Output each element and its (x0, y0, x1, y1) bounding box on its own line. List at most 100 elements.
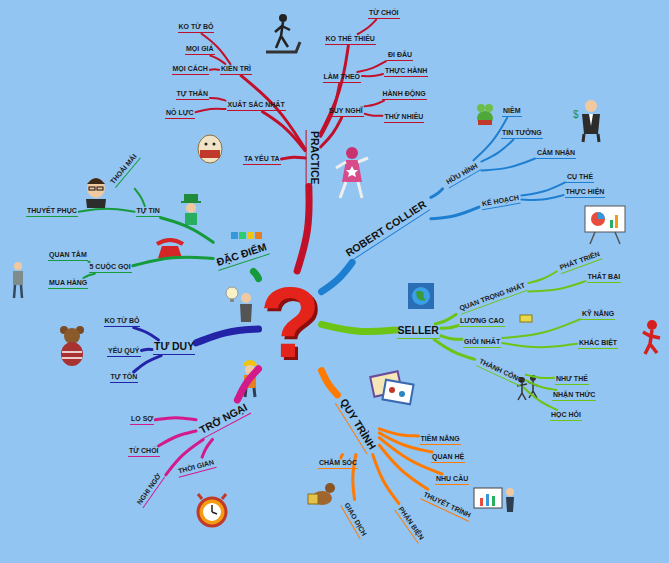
branch-line (321, 46, 349, 134)
branch-line (365, 101, 384, 107)
branch-line (134, 328, 159, 340)
branch-text: THỜI GIAN (177, 458, 214, 475)
dollar-icon: $ (573, 109, 579, 120)
branch-line (481, 159, 535, 171)
sub-branch-label: THÀNH CÔNG (476, 357, 525, 387)
branch-text: HỌC HỎI (551, 411, 581, 419)
branch-line (441, 326, 458, 329)
branch-text: TRỞ NGẠI (198, 402, 249, 437)
sub-branch-label: 5 CUỘC GỌI (89, 263, 132, 273)
sub-branch-label: NIỀM (502, 107, 522, 117)
sub-branch-label: PHẢN BIỆN (394, 504, 425, 543)
branch-line (481, 140, 513, 162)
red-figure (643, 320, 660, 354)
branch-text: PRACTICE (308, 131, 320, 185)
branch-text: CỤ THỂ (567, 173, 593, 181)
branch-line (526, 375, 554, 378)
sub-branch-label: LƯƠNG CAO (459, 317, 505, 327)
branch-line (526, 380, 556, 390)
branch-text: NHẬN THỨC (553, 391, 595, 399)
sub-branch-label: TỰ TIN (136, 207, 161, 217)
branch-line (262, 112, 305, 151)
main-branch-label: ROBERT COLLIER (343, 198, 430, 261)
sub-branch-label: GIỎI NHẤT (463, 338, 501, 348)
branch-text: TỰ TÔN (111, 373, 138, 381)
branch-line (158, 431, 196, 446)
branch-line (528, 281, 585, 291)
main-branch-label: QUY TRÌNH (335, 396, 378, 454)
branch-text: MUA HÀNG (49, 279, 87, 287)
branch-text: KO THỂ THIẾU (326, 35, 375, 43)
man-with-glasses (86, 178, 106, 208)
sub-branch-label: HỮU HÌNH (444, 161, 481, 188)
sub-branch-label: KO TỪ BỎ (178, 23, 215, 33)
sub-branch-label: QUAN TRỌNG NHẤT (457, 281, 527, 314)
branch-text: NỖ LỰC (166, 109, 194, 117)
branch-text: CHĂM SÓC (319, 459, 357, 467)
branch-line (202, 439, 212, 457)
branch-text: NHƯ THẾ (556, 375, 588, 383)
branch-text: TỪ CHỐI (129, 447, 159, 455)
sub-branch-label: NHẬN THỨC (552, 391, 596, 401)
sub-branch-label: YÊU QUÝ (107, 347, 141, 357)
branch-line (502, 343, 577, 347)
branch-line (210, 68, 219, 70)
branch-line (521, 182, 565, 195)
branch-text: ĐI ĐÂU (388, 51, 412, 59)
branch-text: TỪ CHỐI (369, 9, 399, 17)
egg-man (198, 135, 222, 163)
alarm-clock (198, 494, 226, 526)
branch-text: PHẢN BIỆN (396, 505, 424, 541)
branch-text: QUY TRÌNH (337, 397, 377, 452)
branch-text: NHU CẦU (436, 475, 468, 483)
colored-blocks (231, 232, 262, 239)
branch-line (431, 189, 443, 197)
presenter-chart (474, 488, 514, 512)
branch-line (196, 109, 226, 112)
branch-text: SUY NGHĨ (329, 107, 363, 115)
sub-branch-label: LO SỢ (130, 415, 154, 425)
branch-text: 5 CUỘC GỌI (90, 263, 131, 271)
sub-branch-label: GIAO DỊCH (340, 501, 368, 540)
sub-branch-label: MUA HÀNG (48, 279, 88, 289)
branch-text: ? (260, 272, 321, 372)
branch-line (155, 418, 196, 420)
branch-text: CẢM NHẬN (537, 149, 575, 157)
branch-text: SELLER (398, 325, 439, 337)
branch-text: TIỀM NĂNG (421, 435, 460, 443)
main-branch-label: PRACTICE (306, 130, 320, 186)
branch-text: GIỎI NHẤT (464, 338, 500, 346)
sub-branch-label: THUYẾT PHỤC (26, 207, 78, 217)
money-icon (520, 315, 532, 322)
sub-branch-label: THẤT BẠI (587, 273, 622, 283)
branch-line (362, 74, 383, 76)
sub-branch-label: ĐI ĐÂU (387, 51, 413, 61)
sub-branch-label: NỖ LỰC (165, 109, 195, 119)
branch-text: THỨ NHIỀU (385, 113, 424, 121)
branch-line (210, 56, 225, 64)
branch-text: TỰ TIN (137, 207, 160, 215)
lightbulb-man (226, 287, 252, 322)
branch-text: KHÁC BIỆT (579, 339, 617, 347)
sub-branch-label: KỸ NĂNG (581, 310, 615, 320)
branch-text: ĐẶC ĐIỂM (215, 241, 268, 268)
branch-line (161, 218, 214, 243)
sub-branch-label: TỪ CHỐI (368, 9, 400, 19)
globe-picture (408, 283, 434, 309)
branch-line (322, 324, 396, 331)
sub-branch-label: KHÁC BIỆT (578, 339, 618, 349)
sub-branch-label: TỰ THÂN (176, 90, 209, 100)
branch-line (341, 455, 343, 458)
branch-text: ROBERT COLLIER (343, 199, 428, 260)
branch-line (441, 336, 462, 340)
branch-text: YÊU QUÝ (108, 347, 140, 355)
branch-text: MỌI GIÁ (186, 45, 214, 53)
branch-text: XUẤT SẮC NHẤT (228, 101, 285, 109)
branch-text: LO SỢ (131, 415, 153, 423)
sub-branch-label: THOẢI MÁI (108, 152, 140, 188)
branch-text: LÀM THEO (324, 73, 361, 81)
sub-branch-label: NHU CẦU (435, 475, 469, 485)
